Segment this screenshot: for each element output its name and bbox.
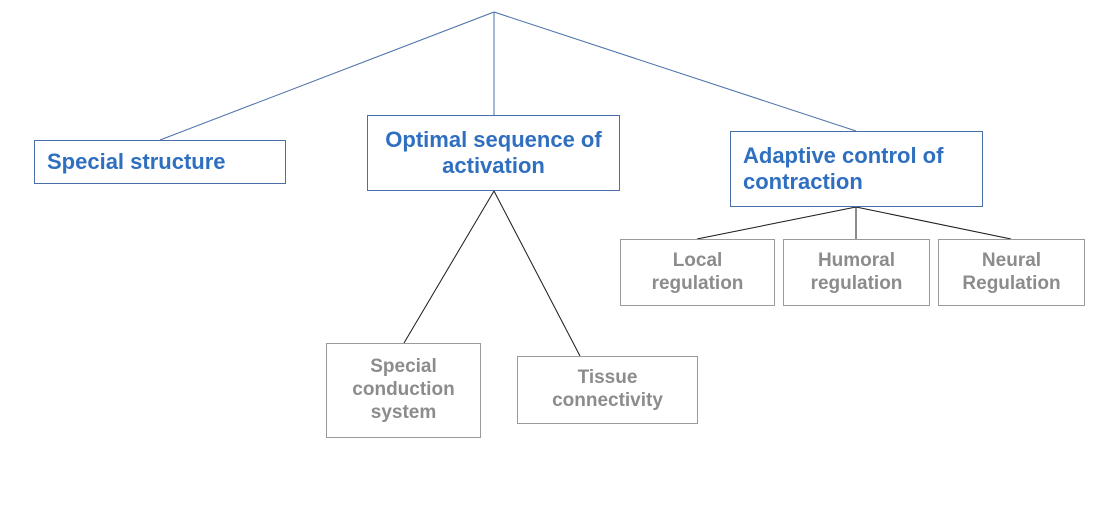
node-neural-regulation: Neural Regulation [938, 239, 1085, 306]
node-label: Neural Regulation [962, 249, 1061, 294]
node-label: Optimal sequence of activation [385, 126, 602, 178]
node-label: Special structure [47, 148, 226, 174]
node-label: Special conduction system [352, 356, 455, 423]
node-adaptive-control-of-contraction: Adaptive control of contraction [730, 131, 983, 207]
connector-optimal-to-tissue [493, 190, 581, 357]
node-label: Local regulation [651, 249, 744, 294]
node-tissue-connectivity: Tissue connectivity [517, 356, 698, 424]
node-optimal-sequence-of-activation: Optimal sequence of activation [367, 115, 620, 191]
node-local-regulation: Local regulation [620, 239, 775, 306]
node-label: Tissue connectivity [552, 367, 663, 411]
connector-adaptive-to-neural [855, 206, 1012, 240]
connector-root-to-adaptive-control [493, 11, 857, 132]
node-label: Adaptive control of contraction [743, 142, 944, 194]
connector-adaptive-to-local [696, 206, 857, 240]
node-humoral-regulation: Humoral regulation [783, 239, 930, 306]
node-special-structure: Special structure [34, 140, 286, 184]
node-special-conduction-system: Special conduction system [326, 343, 481, 438]
connector-root-to-special-structure [159, 11, 495, 141]
connector-optimal-to-conduction [403, 190, 495, 344]
node-label: Humoral regulation [810, 249, 903, 294]
